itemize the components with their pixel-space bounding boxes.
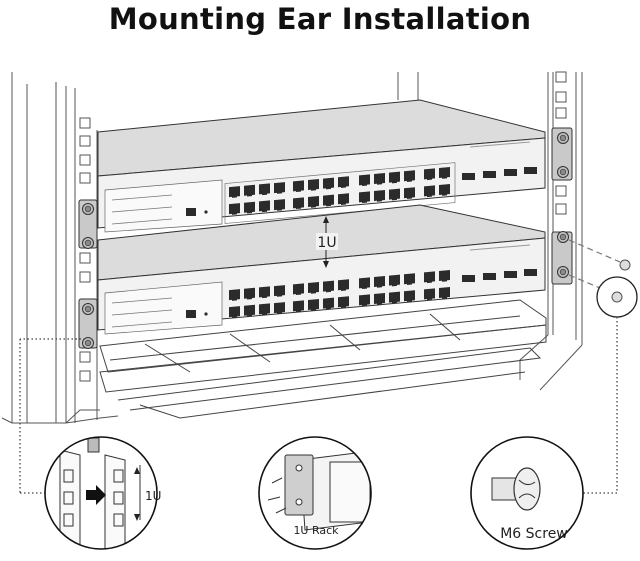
- screw-icon: [82, 203, 94, 215]
- screw-icon: [557, 132, 569, 144]
- callout-rack-rail-label: 1U: [145, 489, 161, 503]
- loose-screws: [568, 239, 638, 494]
- sfp-ports-upper: [462, 167, 537, 180]
- sfp-ports-lower: [462, 269, 537, 282]
- callout-screw-detail: M6 Screw: [470, 436, 584, 550]
- callout-mounting-ear-label: 1U Rack: [293, 524, 339, 537]
- mounting-ears: [78, 127, 573, 349]
- screw-icon: [82, 303, 94, 315]
- rack-shelf: [99, 299, 547, 419]
- rj45-port-bank-upper: [224, 162, 456, 224]
- screw-icon: [557, 166, 569, 178]
- callout-mounting-ear-detail: 1U Rack: [258, 436, 372, 550]
- switch-lower: [97, 204, 546, 335]
- callout-screw-label: M6 Screw: [500, 526, 568, 542]
- left-rack-post: [1, 72, 119, 424]
- screw-icon: [557, 231, 569, 243]
- screw-icon: [82, 237, 94, 249]
- spacing-label: 1U: [317, 235, 336, 251]
- page-title: Mounting Ear Installation: [108, 2, 532, 36]
- switch-upper: [97, 99, 546, 233]
- screw-head-icon: [513, 467, 541, 511]
- screw-icon: [557, 266, 569, 278]
- callout-rack-rail-detail: 1U: [44, 436, 161, 550]
- right-rack-post: [397, 72, 583, 391]
- 1u-spacing-indicator: 1U: [316, 216, 338, 268]
